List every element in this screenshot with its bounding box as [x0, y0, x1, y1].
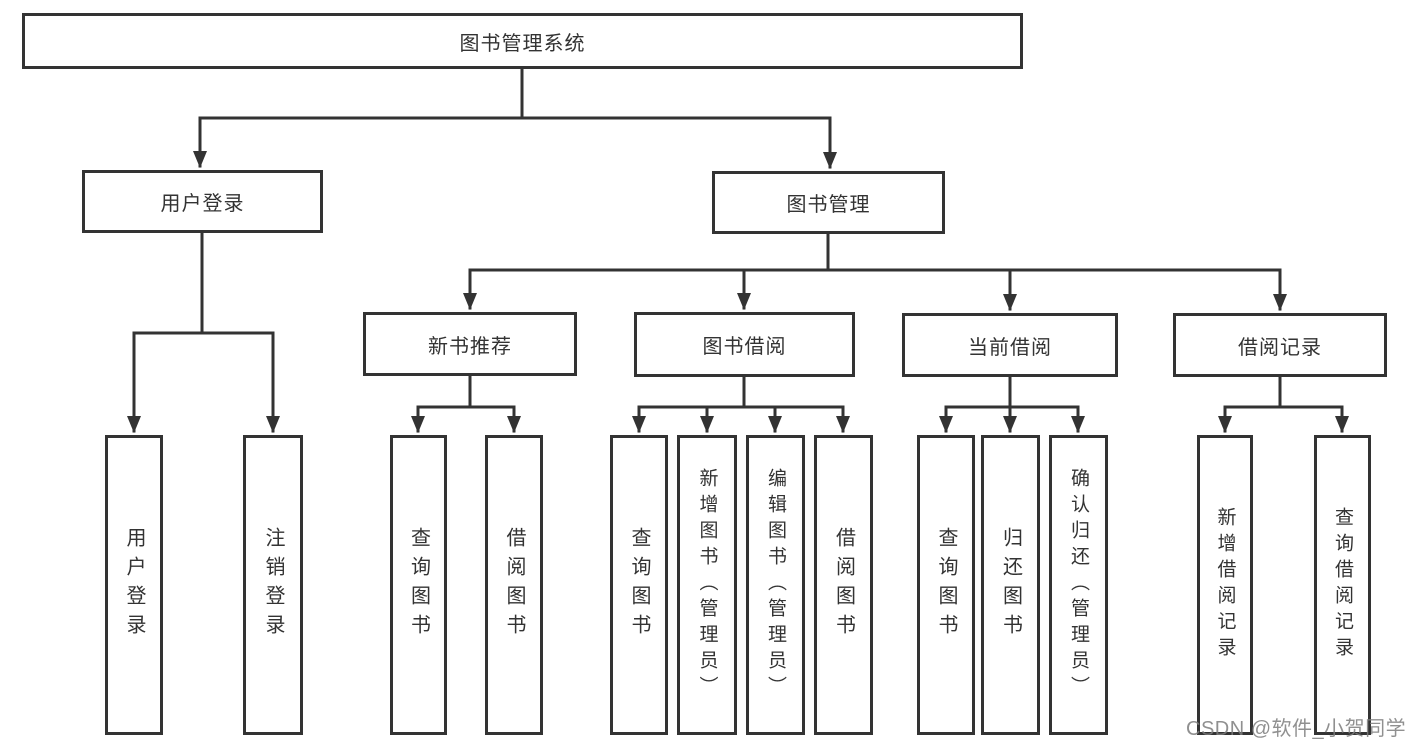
node-borrowing-records: 借阅记录 — [1173, 313, 1387, 377]
leaf-query-book-recommend: 查询图书 — [390, 435, 447, 735]
leaf-return-book: 归还图书 — [981, 435, 1040, 735]
leaf-query-book-current: 查询图书 — [917, 435, 975, 735]
node-current-borrowing: 当前借阅 — [902, 313, 1118, 377]
leaf-add-book-admin: 新增图书（管理员） — [677, 435, 737, 735]
connector-current-borrowing — [939, 375, 1085, 433]
leaf-user-login: 用户登录 — [105, 435, 163, 735]
connector-user-login — [127, 231, 280, 433]
leaf-borrow-book-borrowing: 借阅图书 — [814, 435, 873, 735]
leaf-logout: 注销登录 — [243, 435, 303, 735]
node-root-library-management-system: 图书管理系统 — [22, 13, 1023, 69]
csdn-watermark: CSDN @软件_小贺同学 — [1186, 718, 1405, 740]
leaf-edit-book-admin: 编辑图书（管理员） — [746, 435, 805, 735]
leaf-add-borrow-record: 新增借阅记录 — [1197, 435, 1253, 735]
connector-book-borrowing — [632, 375, 850, 433]
leaf-query-book-borrowing: 查询图书 — [610, 435, 668, 735]
connector-book-management — [463, 232, 1287, 311]
leaf-borrow-book-recommend: 借阅图书 — [485, 435, 543, 735]
node-user-login: 用户登录 — [82, 170, 323, 233]
node-book-management: 图书管理 — [712, 171, 945, 234]
connector-new-book-recommend — [411, 374, 521, 433]
leaf-query-borrow-record: 查询借阅记录 — [1314, 435, 1371, 735]
leaf-confirm-return-admin: 确认归还（管理员） — [1049, 435, 1108, 735]
node-new-book-recommend: 新书推荐 — [363, 312, 577, 376]
node-book-borrowing: 图书借阅 — [634, 312, 855, 377]
connector-borrowing-records — [1218, 375, 1349, 433]
connector-root — [193, 67, 837, 169]
